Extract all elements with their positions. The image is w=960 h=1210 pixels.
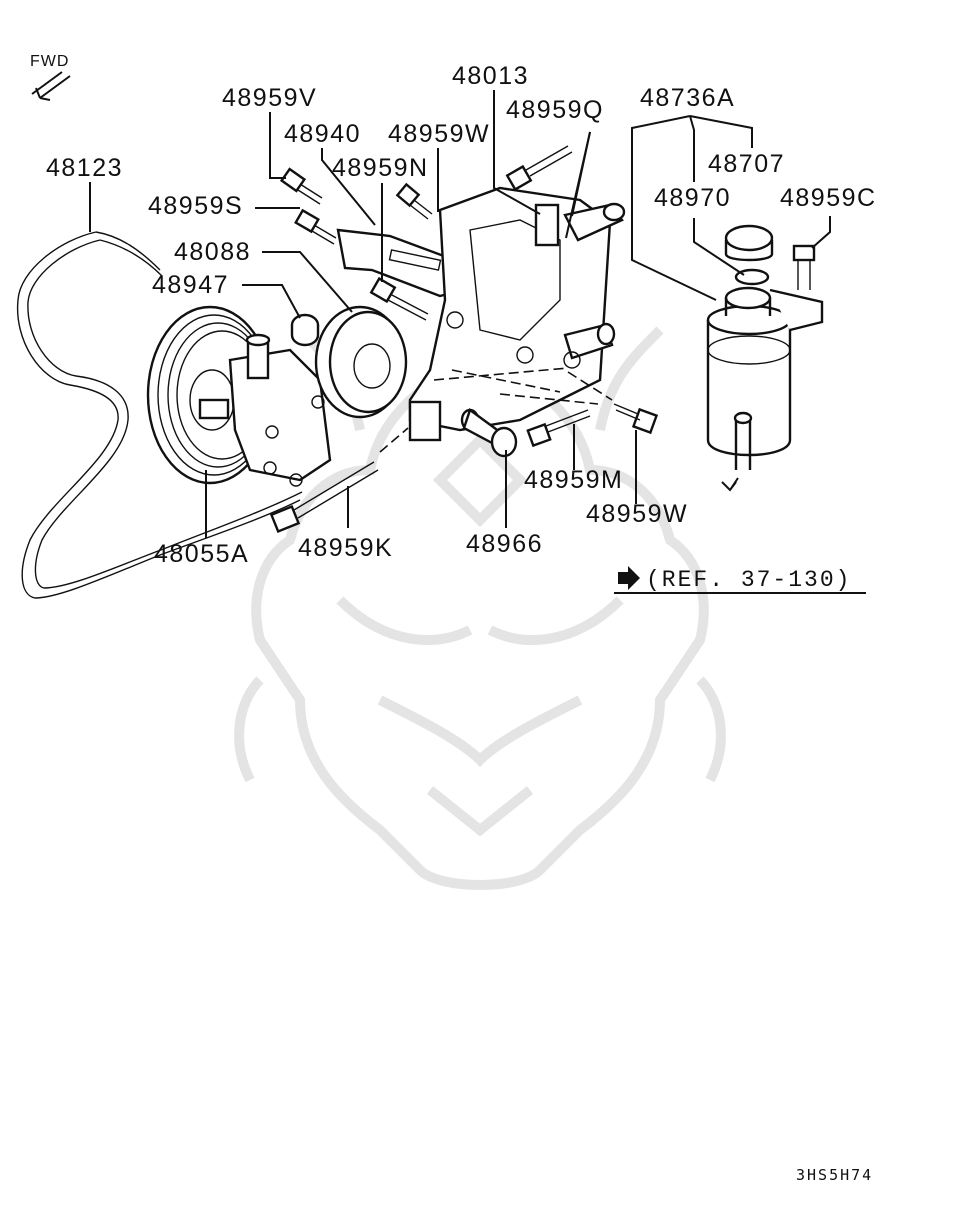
part-label-48736A[interactable]: 48736A (640, 84, 735, 112)
bolt-48959K (269, 461, 379, 534)
part-label-48959V[interactable]: 48959V (222, 84, 317, 112)
part-label-48959M[interactable]: 48959M (524, 466, 623, 494)
bolts (269, 145, 816, 534)
bolt-48959C (792, 244, 816, 290)
part-label-48959C[interactable]: 48959C (780, 184, 877, 212)
bolt-48966 (460, 408, 518, 458)
drive-belt (16, 231, 303, 599)
collar-48947 (290, 313, 320, 347)
part-label-48959N[interactable]: 48959N (332, 154, 429, 182)
part-label-48013[interactable]: 48013 (452, 62, 529, 90)
bolt-48959W-upper (369, 276, 429, 321)
fwd-indicator: FWD (30, 53, 71, 101)
part-label-48088[interactable]: 48088 (174, 238, 251, 266)
bolt-48959V (279, 167, 323, 205)
power-steering-pump (198, 333, 332, 487)
part-label-48959S[interactable]: 48959S (148, 192, 243, 220)
idler-pulley (314, 305, 408, 419)
bolt-48959N (395, 182, 433, 220)
bolt-48959M (526, 409, 591, 448)
part-label-48055A[interactable]: 48055A (154, 540, 249, 568)
leader-lines (89, 90, 831, 538)
o-ring (734, 268, 770, 286)
part-label-48966[interactable]: 48966 (466, 530, 543, 558)
part-label-48959Q[interactable]: 48959Q (506, 96, 604, 124)
bolt-48959W-lower (613, 403, 659, 435)
part-label-48940[interactable]: 48940 (284, 120, 361, 148)
part-labels: 48123 48959V 48940 48959W 48959N 48959S … (46, 62, 877, 568)
part-label-48959W-lower[interactable]: 48959W (586, 500, 688, 528)
reservoir-cap (724, 224, 774, 262)
part-label-48959W-upper[interactable]: 48959W (388, 120, 490, 148)
reservoir-tank (706, 286, 824, 492)
reference-label[interactable]: (REF. 37-130) (646, 567, 851, 593)
part-label-48959K[interactable]: 48959K (298, 534, 393, 562)
flow-arrow-icon (721, 477, 739, 492)
right-arrow-icon (618, 566, 640, 590)
reference-link[interactable]: (REF. 37-130) (614, 566, 866, 594)
part-label-48123[interactable]: 48123 (46, 154, 123, 182)
bolt-48959S (294, 208, 337, 245)
bolt-48959Q (505, 145, 573, 192)
drawing-code: 3HS5H74 (796, 1166, 873, 1184)
fwd-arrow-icon (31, 71, 71, 101)
part-label-48707[interactable]: 48707 (708, 150, 785, 178)
pump-bracket-48013 (408, 186, 626, 442)
part-label-48970[interactable]: 48970 (654, 184, 731, 212)
part-label-48947[interactable]: 48947 (152, 271, 229, 299)
fwd-label: FWD (30, 53, 69, 70)
